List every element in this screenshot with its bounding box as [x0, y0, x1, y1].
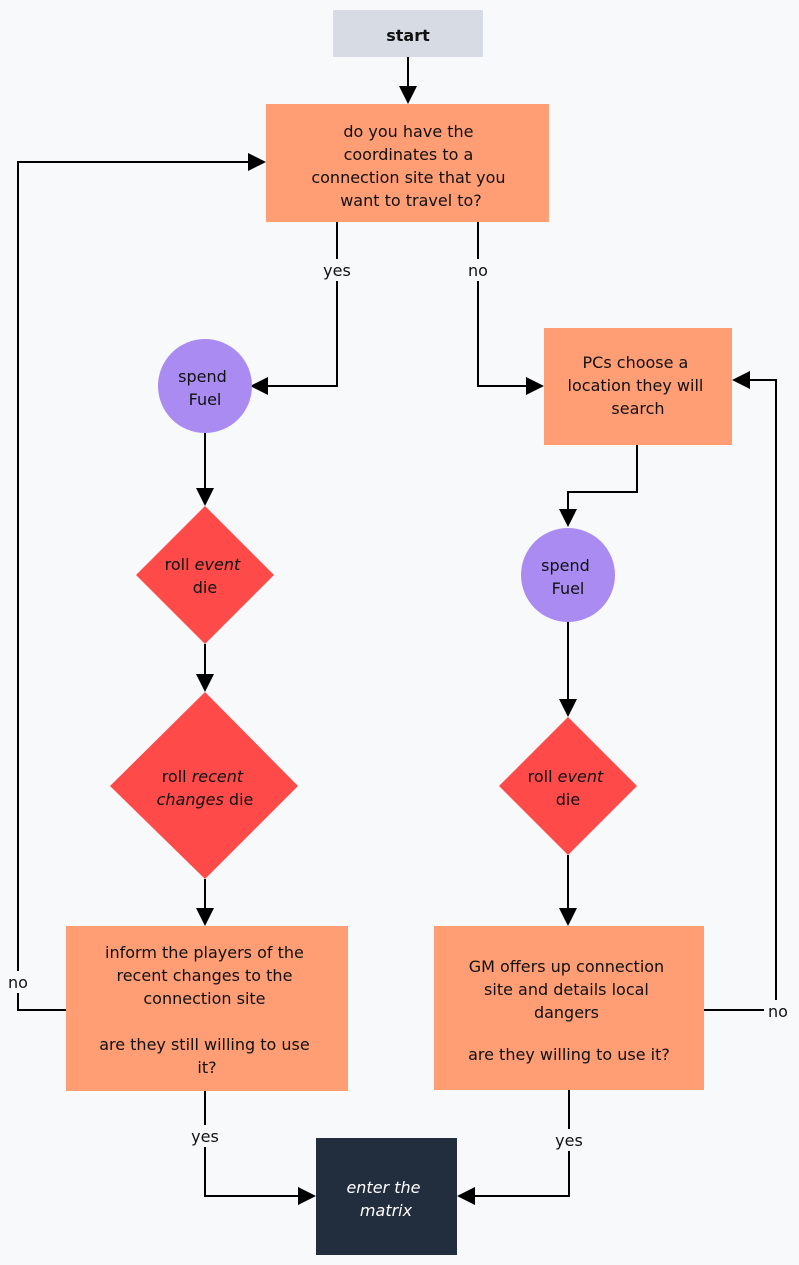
inform-line: inform the players of the	[105, 943, 304, 962]
edge-question-no	[477, 222, 532, 387]
arrowhead	[196, 488, 214, 506]
enter-matrix-text: enter the matrix	[346, 1178, 425, 1220]
enter-line: enter the	[346, 1178, 420, 1197]
spend-fuel-text: spend Fuel	[541, 556, 595, 598]
gm-line: GM offers up connection	[469, 957, 664, 976]
arrowhead	[399, 86, 417, 104]
die-word: die	[224, 790, 254, 809]
roll-event-diamond	[136, 506, 274, 644]
roll-word: roll	[162, 767, 192, 786]
spend-fuel-line: Fuel	[189, 390, 222, 409]
spend-fuel-left-node: spend Fuel	[158, 339, 252, 433]
question-line: connection site that you	[311, 168, 505, 187]
spend-fuel-circle	[158, 339, 252, 433]
recent-word: recent	[192, 767, 244, 786]
edge-inform-no-loop	[17, 161, 254, 1011]
roll-event-left-node: roll event die	[136, 506, 274, 644]
inform-box	[66, 926, 348, 1091]
edges	[17, 57, 777, 1205]
enter-line: matrix	[360, 1201, 413, 1220]
inform-players-node: inform the players of the recent changes…	[66, 926, 348, 1091]
question-box	[266, 104, 549, 222]
question-line: do you have the	[343, 122, 473, 141]
spend-fuel-circle	[521, 528, 615, 622]
question-line: coordinates to a	[344, 145, 474, 164]
edge-choose-to-spend-right	[567, 445, 638, 515]
label-bg	[764, 1000, 792, 1022]
roll-word: roll	[165, 555, 195, 574]
roll-event-text: roll event die	[528, 767, 609, 809]
arrowhead	[732, 371, 750, 389]
edge-labels: yes no no yes no yes	[4, 259, 792, 1151]
choose-location-box	[544, 328, 732, 445]
roll-recent-diamond	[110, 692, 298, 879]
edge-label-no: no	[8, 973, 28, 992]
spend-fuel-right-node: spend Fuel	[521, 528, 615, 622]
edge-label-yes: yes	[323, 261, 351, 280]
choose-location-text: PCs choose a location they will search	[568, 353, 709, 418]
arrowhead	[526, 377, 544, 395]
roll-event-right-node: roll event die	[499, 717, 637, 855]
arrowhead	[248, 153, 266, 171]
choose-location-node: PCs choose a location they will search	[544, 328, 732, 445]
enter-matrix-node: enter the matrix	[316, 1138, 457, 1255]
roll-word: roll	[528, 767, 558, 786]
choose-line: search	[611, 399, 664, 418]
edge-label-yes: yes	[555, 1131, 583, 1150]
die-word: die	[556, 790, 580, 809]
arrowhead	[250, 377, 268, 395]
edge-label-no: no	[468, 261, 488, 280]
inform-line: it?	[197, 1058, 216, 1077]
choose-line: PCs choose a	[583, 353, 689, 372]
question-line: want to travel to?	[340, 191, 482, 210]
gm-offers-node: GM offers up connection site and details…	[434, 926, 704, 1090]
spend-fuel-line: Fuel	[552, 579, 585, 598]
roll-event-diamond	[499, 717, 637, 855]
label-bg	[186, 1125, 224, 1147]
label-bg	[4, 971, 32, 993]
arrowhead	[298, 1187, 316, 1205]
coordinates-question-node: do you have the coordinates to a connect…	[266, 104, 549, 222]
roll-recent-text: roll recent changes die	[157, 767, 254, 809]
arrowhead	[196, 908, 214, 926]
roll-recent-changes-node: roll recent changes die	[110, 692, 298, 879]
enter-matrix-box	[316, 1138, 457, 1255]
inform-line: recent changes to the	[116, 966, 292, 985]
gm-line: dangers	[534, 1003, 599, 1022]
inform-line: connection site	[143, 989, 265, 1008]
event-word: event	[195, 555, 241, 574]
start-label: start	[386, 26, 430, 45]
gm-line: site and details local	[484, 980, 649, 999]
start-box	[333, 10, 483, 57]
choose-line: location they will	[568, 376, 704, 395]
gm-offers-box	[434, 926, 704, 1090]
inform-line: are they still willing to use	[99, 1035, 310, 1054]
spend-fuel-text: spend Fuel	[178, 367, 232, 409]
arrowhead	[559, 908, 577, 926]
edge-question-yes	[262, 222, 338, 387]
edge-label-no: no	[768, 1002, 788, 1021]
label-bg	[550, 1129, 588, 1151]
spend-fuel-line: spend	[178, 367, 227, 386]
arrowhead	[559, 699, 577, 717]
gm-offers-text: GM offers up connection site and details…	[468, 957, 670, 1064]
edge-label-yes: yes	[191, 1127, 219, 1146]
roll-event-text: roll event die	[165, 555, 246, 597]
edge-gm-yes	[469, 1090, 570, 1197]
changes-word: changes	[157, 790, 224, 809]
spend-fuel-line: spend	[541, 556, 590, 575]
die-word: die	[193, 578, 217, 597]
question-text: do you have the coordinates to a connect…	[311, 122, 510, 210]
arrowhead	[559, 509, 577, 527]
start-node: start	[333, 10, 483, 57]
arrowhead	[196, 674, 214, 692]
gm-line: are they willing to use it?	[468, 1045, 670, 1064]
label-bg	[318, 259, 356, 281]
inform-text: inform the players of the recent changes…	[99, 943, 315, 1077]
event-word: event	[558, 767, 604, 786]
arrowhead	[457, 1187, 475, 1205]
edge-gm-no-loop	[704, 379, 777, 1011]
label-bg	[463, 259, 493, 281]
